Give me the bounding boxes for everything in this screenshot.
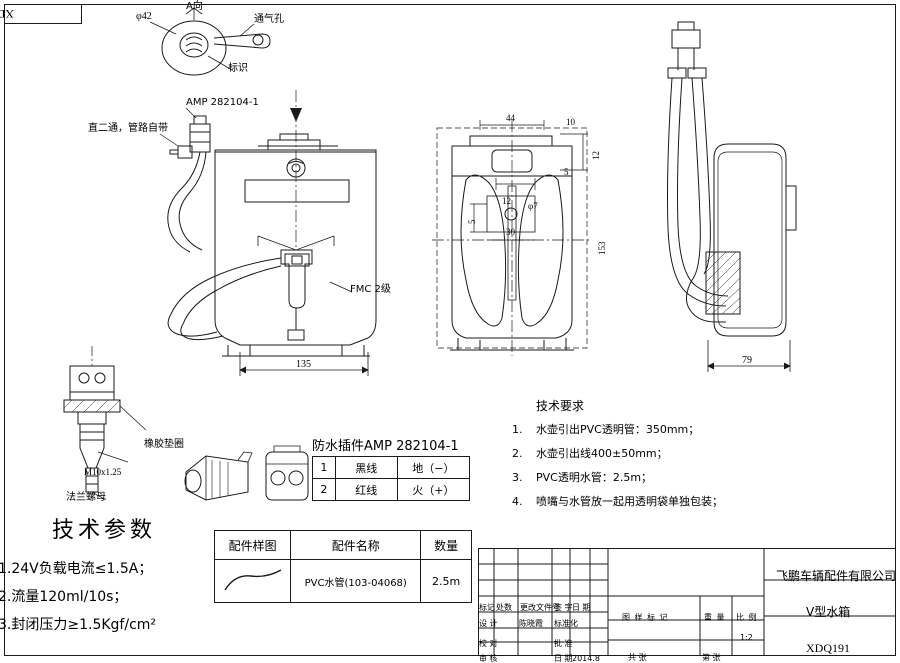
tb-code: XDQ191: [806, 641, 850, 655]
connector-table-title: 防水插件AMP 282104-1: [312, 439, 459, 454]
tech-req-text-1: 水壶引出PVC透明管：350mm；: [536, 423, 700, 436]
conn-wire-1: 黑线: [334, 456, 398, 479]
tech-req-text-4: 喷嘴与水管放一起用透明袋单独包装；: [536, 495, 723, 508]
tech-req-no-3: 3.: [512, 471, 523, 484]
tb-row1-c2: 陈晓霞: [519, 619, 543, 628]
label-vent-hole: 通气孔: [254, 14, 284, 25]
title-block: [478, 548, 896, 656]
label-fmc-grade: FMC 2级: [350, 284, 391, 295]
dim-12: 12: [502, 196, 511, 206]
dim-side-width: 79: [742, 355, 752, 366]
tb-row3-c3: 日 期: [554, 654, 573, 663]
label-flange-nut: 法兰螺母: [66, 492, 106, 503]
tb-mid-h-2: 比 例: [736, 613, 758, 622]
connector-table: 1 黑线 地（−） 2 红线 火（+）: [312, 456, 471, 501]
tb-mid-h-0: 图 样 标 记: [622, 613, 669, 622]
dim-front-width: 135: [296, 359, 311, 370]
tb-left-h-2: 更改文件号: [520, 603, 560, 612]
table-row: 2 红线 火（+）: [312, 478, 471, 501]
label-thread: M10x1.25: [84, 467, 122, 477]
tb-row3-c0: 审 核: [479, 654, 498, 663]
tb-mid-scale: 1:2: [740, 633, 753, 642]
parts-cell-qty: 2.5m: [420, 559, 472, 603]
tech-params-title: 技术参数: [52, 518, 157, 543]
tb-row2-c0: 校 对: [479, 639, 498, 648]
tech-req-no-2: 2.: [512, 447, 523, 460]
dim-phi7: φ7: [528, 201, 538, 211]
tech-req-no-1: 1.: [512, 423, 523, 436]
conn-func-1: 地（−）: [396, 456, 471, 479]
tb-product: V型水箱: [806, 605, 851, 619]
parts-header-qty: 数量: [420, 530, 472, 560]
parts-cell-sample: [213, 559, 292, 603]
dim-30: 30: [506, 227, 515, 237]
drawing-frame: [4, 4, 896, 656]
dim-5: 5: [564, 167, 569, 177]
tech-req-title: 技术要求: [536, 399, 585, 413]
tb-mid-sheets-1: 共 张: [628, 653, 647, 662]
tb-left-h-0: 标记: [479, 603, 495, 612]
parts-cell-name: PVC水管(103-04068): [290, 559, 422, 603]
tb-left-h-4: 日 期: [572, 603, 591, 612]
tech-params-item-2: 2.流量120ml/10s；: [0, 589, 128, 605]
conn-func-2: 火（+）: [396, 478, 471, 501]
label-rubber-gasket: 橡胶垫圈: [144, 439, 184, 450]
tb-company: 飞鹏车辆配件有限公司: [776, 569, 897, 583]
parts-table-header-row: 配件样图 配件名称 数量: [213, 530, 472, 560]
tb-row1-c3: 标准化: [554, 619, 578, 628]
table-row: 1 黑线 地（−）: [312, 456, 471, 479]
tb-row1-c0: 设 计: [479, 619, 498, 628]
tb-mid-h-1: 重 量: [704, 613, 726, 622]
parts-table: 配件样图 配件名称 数量 PVC水管(103-04068) 2.5m: [213, 530, 472, 603]
dim-44: 44: [506, 113, 515, 123]
corner-code-box: [4, 4, 82, 24]
tech-params-item-3: 3.封闭压力≥1.5Kgf/cm²: [0, 617, 157, 633]
label-amp-connector: AMP 282104-1: [186, 97, 259, 108]
label-straight-pipe: 直二通，管路自带: [88, 123, 168, 134]
table-row: PVC水管(103-04068) 2.5m: [213, 559, 472, 603]
tb-left-h-1: 处数: [496, 603, 512, 612]
tb-mid-sheets-2: 第 张: [702, 653, 721, 662]
tech-req-no-4: 4.: [512, 495, 523, 508]
tech-params-item-1: 1.24V负载电流≤1.5A；: [0, 561, 153, 577]
tech-req-text-2: 水壶引出线400±50mm；: [536, 447, 668, 460]
label-diameter: φ42: [136, 11, 152, 22]
conn-wire-2: 红线: [334, 478, 398, 501]
tb-row2-c3: 批 准: [554, 639, 573, 648]
tech-req-text-3: PVC透明水管：2.5m；: [536, 471, 653, 484]
label-view-a: A向: [186, 1, 203, 12]
tb-left-h-3: 签 字: [554, 603, 573, 612]
dim-10: 10: [566, 117, 575, 127]
tb-row3-c4: 2014.8: [572, 654, 600, 663]
label-mark: 标识: [228, 63, 248, 74]
